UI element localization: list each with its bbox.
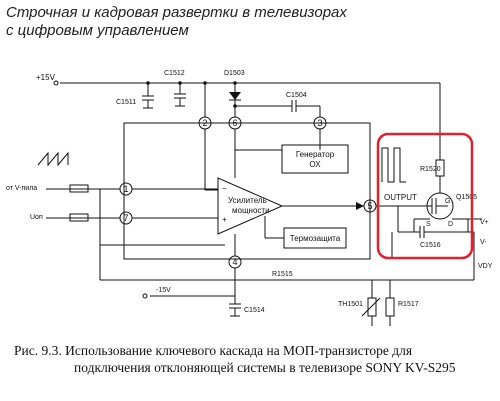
node-6: 6 [232, 118, 237, 128]
label-c1512: C1512 [164, 70, 185, 77]
label-15v-minus: -15V [156, 287, 171, 294]
circuit-diagram: +15V C1511 C1512 D1503 C1504 [6, 70, 493, 326]
label-15v-plus: +15V [36, 73, 56, 82]
pin-s: S [426, 221, 431, 228]
label-c1514: C1514 [244, 307, 265, 314]
power-amplifier [217, 177, 284, 235]
label-c1516: C1516 [420, 242, 441, 249]
thermo-label: Термозащита [290, 234, 341, 243]
label-v-plus: V+ [480, 219, 489, 226]
header-line-2: с цифровым управлением [6, 22, 189, 39]
highlight-frame [376, 132, 474, 260]
caption-line-1: Рис. 9.3. Использование ключевого каскад… [14, 343, 413, 358]
page-header: Строчная и кадровая развертки в телевизо… [6, 4, 486, 40]
resistor-r1517: R1517 [385, 280, 419, 326]
pin-4: 4 -15V C1514 [142, 234, 265, 317]
capacitor-c1511: C1511 [116, 81, 154, 109]
amp-plus-sign: + [222, 215, 227, 224]
generator-label-2: ОХ [309, 160, 321, 169]
label-q1505: Q1505 [456, 194, 477, 201]
input-v-saw: от V-пила 1 [6, 182, 218, 196]
label-c1504: C1504 [286, 92, 307, 99]
capacitor-c1504: C1504 [233, 92, 320, 112]
node-7: 7 [123, 213, 128, 223]
node-3: 3 [317, 118, 322, 128]
label-r1515: R1515 [272, 271, 293, 278]
amp-minus-sign: − [222, 184, 227, 193]
node-4: 4 [232, 257, 237, 267]
generator-block [281, 144, 349, 174]
label-v-saw: от V-пила [6, 185, 37, 192]
deflection-yoke-terminals: V+ V- VDY [386, 218, 493, 281]
pin-g: G [445, 198, 450, 205]
input-u-ref: Uоп 7 [30, 189, 225, 246]
amp-label-1: Усилитель [228, 196, 267, 205]
label-vdy: VDY [478, 263, 493, 270]
label-v-minus: V- [480, 239, 487, 246]
pin-3: 3 [313, 106, 327, 150]
diode-d1503: D1503 [224, 70, 245, 112]
figure-caption: Рис. 9.3. Использование ключевого каскад… [14, 342, 484, 376]
node-5: 5 [367, 201, 372, 211]
label-c1511: C1511 [116, 99, 136, 106]
label-d1503: D1503 [224, 70, 245, 77]
label-th1501: TH1501 [338, 301, 363, 308]
header-line-1: Строчная и кадровая развертки в телевизо… [6, 4, 347, 21]
label-output: OUTPUT [384, 193, 417, 202]
thermistor-th1501: TH1501 [338, 280, 381, 326]
capacitor-c1512: C1512 [164, 70, 186, 107]
label-u-ref: Uоп [30, 214, 43, 221]
node-1: 1 [123, 184, 128, 194]
label-r1517: R1517 [398, 301, 419, 308]
amp-label-2: мощности [232, 206, 270, 215]
generator-label-1: Генератор [296, 150, 335, 159]
chip-outline [123, 122, 371, 260]
positive-rail: +15V [36, 73, 441, 155]
feedback-line: R1515 [99, 245, 470, 281]
pin-6: 6 [228, 112, 282, 178]
sawtooth-waveform-icon [37, 151, 69, 167]
pin-d: D [448, 221, 453, 228]
caption-line-2: подключения отклоняющей системы в телеви… [74, 360, 456, 375]
pin-2: 2 [198, 81, 218, 191]
label-r1520: R1520 [420, 166, 441, 173]
output-stage: R1520 G S D Q1505 OUTPUT C1516 [381, 147, 477, 249]
node-2: 2 [202, 118, 207, 128]
